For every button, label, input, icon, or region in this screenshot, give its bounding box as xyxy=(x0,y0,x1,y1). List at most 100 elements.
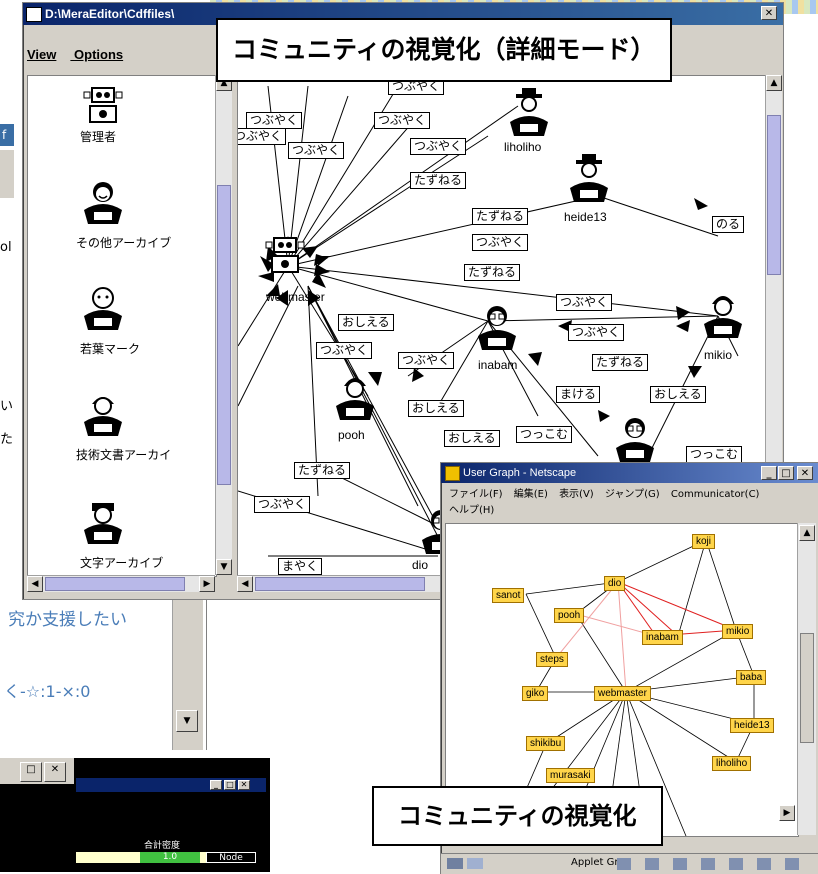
edge-label: おしえる xyxy=(338,314,394,331)
stats-header: 合計密度 xyxy=(144,841,181,851)
hat-person-icon[interactable] xyxy=(566,154,612,206)
archive-hscroll-thumb[interactable] xyxy=(45,577,185,591)
edge-label: たずねる xyxy=(294,462,351,479)
graph-node[interactable]: giko xyxy=(522,686,549,701)
helmet-person-icon[interactable] xyxy=(80,392,126,444)
person-label: liholiho xyxy=(504,140,542,154)
menu-communicator[interactable]: Communicator(C) xyxy=(670,489,760,500)
archive-panel: 管理者 その他アーカイブ 若葉マーク 技術文書アーカイ 文字アーカイブ xyxy=(27,75,217,577)
stats-inner-close[interactable]: ✕ xyxy=(238,780,250,790)
netscape-scroll-right[interactable]: ▶ xyxy=(779,805,795,821)
edge-label: つぶやく xyxy=(316,342,373,359)
webmaster-robot-icon[interactable] xyxy=(262,234,308,286)
edge-label: つぶやく xyxy=(568,324,625,341)
bg-text-line2: く-☆:1-×:0 xyxy=(4,682,91,701)
helmet-person-icon[interactable] xyxy=(332,372,378,424)
menu-view[interactable]: View xyxy=(27,47,57,62)
graph-scrollbar-v[interactable]: ▲ xyxy=(765,75,782,575)
archive-label: その他アーカイブ xyxy=(76,236,172,250)
helmet-person-icon[interactable] xyxy=(700,290,746,342)
caption-bottom: コミュニティの視覚化 xyxy=(372,786,663,846)
archive-scroll-thumb[interactable] xyxy=(217,185,231,485)
archive-scroll-left[interactable]: ◀ xyxy=(27,576,43,592)
edge-label: つぶやく xyxy=(472,234,529,251)
bald-person-icon[interactable] xyxy=(80,286,126,338)
edge-label: のる xyxy=(712,216,745,233)
stats-window: □ ✕ _ □ ✕ 合計密度 1.0 Node xyxy=(0,758,270,872)
edge-label: まやく xyxy=(278,558,323,575)
bg-side-char: ol xyxy=(0,240,12,255)
menu-view[interactable]: 表示(V) xyxy=(559,489,594,500)
archive-scrollbar-v[interactable]: ▲ ▼ xyxy=(215,75,232,575)
graph-node[interactable]: liholiho xyxy=(712,756,752,771)
graph-node[interactable]: baba xyxy=(736,670,767,685)
edge-label: つぶやく xyxy=(238,128,287,145)
stats-inner-max[interactable]: □ xyxy=(224,780,236,790)
graph-node[interactable]: koji xyxy=(692,534,716,549)
main-title: D:\MeraEditor\Cdffiles\ xyxy=(45,7,175,21)
edge-label: つぶやく xyxy=(556,294,613,311)
edge-label: つぶやく xyxy=(388,78,445,95)
netscape-maximize-button[interactable]: □ xyxy=(778,466,794,480)
netscape-menubar: ファイル(F) 編集(E) 表示(V) ジャンプ(G) Communicator… xyxy=(449,487,818,519)
stats-maximize-button[interactable]: □ xyxy=(20,762,42,782)
menu-jump[interactable]: ジャンプ(G) xyxy=(604,489,660,500)
graph-node[interactable]: webmaster xyxy=(594,686,651,701)
glasses-person-icon[interactable] xyxy=(474,302,520,354)
netscape-minimize-button[interactable]: _ xyxy=(761,466,777,480)
archive-scroll-right[interactable]: ▶ xyxy=(199,576,215,592)
status-text: Applet Gra xyxy=(571,857,625,868)
bg-scroll-down[interactable]: ▼ xyxy=(176,710,198,732)
connection-icon xyxy=(467,858,483,869)
stats-inner-min[interactable]: _ xyxy=(210,780,222,790)
window-icon xyxy=(26,7,42,22)
graph-node[interactable]: steps xyxy=(536,652,568,667)
edge-label: つぶやく xyxy=(246,112,303,129)
graph-node[interactable]: heide13 xyxy=(730,718,774,733)
menu-options[interactable]: Options xyxy=(74,47,124,62)
archive-scrollbar-h[interactable]: ◀ ▶ xyxy=(27,575,215,592)
menu-help[interactable]: ヘルプ(H) xyxy=(449,505,495,516)
archive-label: 若葉マーク xyxy=(80,342,141,356)
netscape-close-button[interactable]: ✕ xyxy=(797,466,813,480)
edge-label: まける xyxy=(556,386,601,403)
netscape-scrollbar-v[interactable]: ▲ xyxy=(797,523,816,835)
archive-label: 技術文書アーカイ xyxy=(76,448,172,462)
graph-scroll-left[interactable]: ◀ xyxy=(237,576,253,592)
netscape-scroll-thumb[interactable] xyxy=(800,633,814,743)
archive-scroll-down[interactable]: ▼ xyxy=(216,559,232,575)
glasses-person-icon[interactable] xyxy=(612,414,658,466)
edge-label: たずねる xyxy=(472,208,529,225)
graph-node[interactable]: mikio xyxy=(722,624,754,639)
graph-scroll-up[interactable]: ▲ xyxy=(766,75,782,91)
smile-person-icon[interactable] xyxy=(80,180,126,232)
edge-label: つぶやく xyxy=(254,496,311,513)
graph-node[interactable]: sanot xyxy=(492,588,525,603)
security-icon xyxy=(447,858,463,869)
stats-value: 1.0 xyxy=(140,852,200,863)
netscape-statusbar: Applet Gra xyxy=(441,853,818,874)
graph-node[interactable]: inabam xyxy=(642,630,683,645)
netscape-scroll-up[interactable]: ▲ xyxy=(799,525,815,541)
graph-node[interactable]: murasaki xyxy=(546,768,595,783)
bg-window-strip: f xyxy=(0,124,14,146)
person-label: mikio xyxy=(704,348,733,362)
graph-node[interactable]: dio xyxy=(604,576,626,591)
main-close-button[interactable]: ✕ xyxy=(761,6,777,20)
graph-scroll-thumb[interactable] xyxy=(767,115,781,275)
main-menubar: View Options xyxy=(27,47,137,62)
graph-node[interactable]: pooh xyxy=(554,608,585,623)
menu-file[interactable]: ファイル(F) xyxy=(449,489,503,500)
edge-label: たずねる xyxy=(464,264,521,281)
edge-label: おしえる xyxy=(650,386,706,403)
robot-icon[interactable] xyxy=(80,84,126,136)
hat-person-icon[interactable] xyxy=(506,88,552,140)
graph-hscroll-thumb[interactable] xyxy=(255,577,425,591)
cap-person-icon[interactable] xyxy=(80,500,126,552)
bg-side-char: た xyxy=(0,432,14,447)
applet-area[interactable]: koji dio sanot pooh inabam mikio steps b… xyxy=(445,523,799,837)
stats-close-button[interactable]: ✕ xyxy=(44,762,66,782)
edge-label: つぶやく xyxy=(398,352,455,369)
graph-node[interactable]: shikibu xyxy=(526,736,566,751)
menu-edit[interactable]: 編集(E) xyxy=(513,489,548,500)
